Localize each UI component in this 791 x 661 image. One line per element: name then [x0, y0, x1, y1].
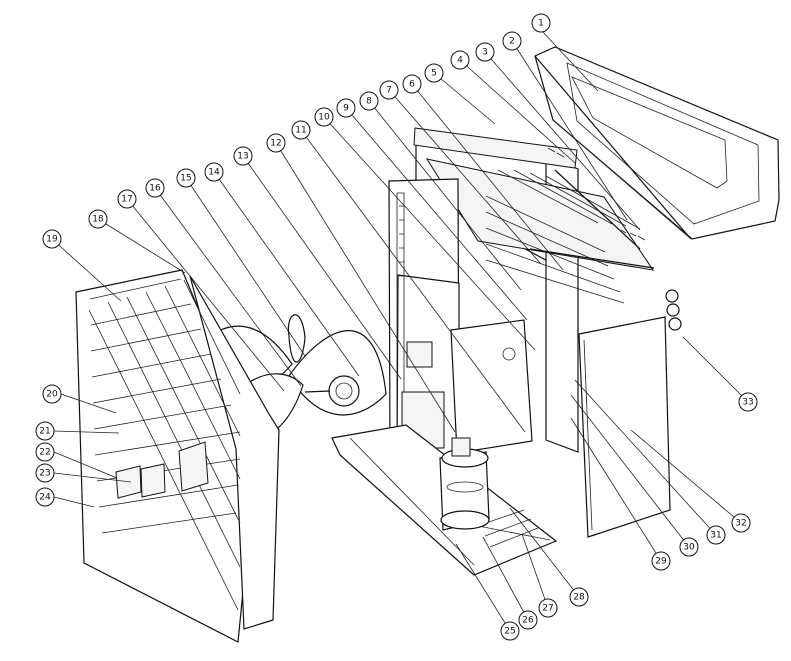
callout-31: 31 [706, 525, 726, 545]
svg-text:21: 21 [39, 427, 50, 437]
svg-text:16: 16 [149, 184, 161, 194]
callout-11: 11 [291, 120, 311, 140]
callout-29: 29 [651, 551, 671, 571]
svg-text:31: 31 [710, 531, 721, 541]
right-side-panel [578, 316, 671, 538]
svg-text:23: 23 [39, 469, 50, 479]
svg-text:13: 13 [237, 152, 248, 162]
callout-20: 20 [42, 384, 62, 404]
svg-text:29: 29 [655, 557, 667, 567]
svg-text:10: 10 [318, 113, 330, 123]
callout-28: 28 [569, 587, 589, 607]
svg-text:6: 6 [409, 80, 415, 90]
svg-text:24: 24 [39, 493, 51, 503]
svg-text:2: 2 [509, 37, 515, 47]
svg-text:14: 14 [208, 168, 220, 178]
svg-text:15: 15 [180, 174, 191, 184]
callout-23: 23 [35, 463, 55, 483]
callout-1: 1 [531, 13, 551, 33]
small-fittings [547, 147, 682, 331]
callout-13: 13 [233, 146, 253, 166]
callout-19: 19 [42, 229, 62, 249]
compressor [439, 437, 490, 531]
left-frame [388, 178, 460, 471]
svg-text:28: 28 [573, 593, 585, 603]
callout-10: 10 [314, 107, 334, 127]
callout-27: 27 [538, 598, 558, 618]
svg-text:8: 8 [366, 97, 372, 107]
svg-text:11: 11 [295, 126, 306, 136]
svg-text:18: 18 [92, 215, 104, 225]
callout-15: 15 [176, 168, 196, 188]
svg-text:19: 19 [46, 235, 58, 245]
callout-17: 17 [117, 189, 137, 209]
svg-text:20: 20 [46, 390, 58, 400]
svg-text:22: 22 [39, 448, 50, 458]
svg-text:25: 25 [504, 627, 515, 637]
callout-21: 21 [35, 421, 55, 441]
callout-9: 9 [336, 98, 356, 118]
callout-26: 26 [518, 610, 538, 630]
svg-text:32: 32 [735, 519, 746, 529]
callout-33: 33 [738, 392, 758, 412]
svg-text:7: 7 [386, 86, 392, 96]
callout-6: 6 [402, 74, 422, 94]
front-panel [75, 269, 280, 643]
svg-text:5: 5 [431, 69, 437, 79]
callout-12: 12 [266, 133, 286, 153]
svg-text:30: 30 [683, 543, 695, 553]
callout-2: 2 [502, 31, 522, 51]
svg-text:9: 9 [343, 104, 349, 114]
callout-leaders [51, 29, 749, 632]
callout-5: 5 [424, 63, 444, 83]
top-cover [534, 46, 780, 240]
svg-text:1: 1 [538, 19, 544, 29]
callout-25: 25 [500, 621, 520, 641]
svg-text:12: 12 [270, 139, 281, 149]
callout-24: 24 [35, 487, 55, 507]
callout-8: 8 [359, 91, 379, 111]
callout-14: 14 [204, 162, 224, 182]
callout-18: 18 [88, 209, 108, 229]
svg-text:4: 4 [457, 56, 463, 66]
svg-text:27: 27 [542, 604, 553, 614]
svg-text:33: 33 [742, 398, 753, 408]
callout-16: 16 [145, 178, 165, 198]
callout-7: 7 [379, 80, 399, 100]
svg-text:26: 26 [522, 616, 534, 626]
upper-frame [413, 127, 655, 453]
callout-22: 22 [35, 442, 55, 462]
callouts: 1 2 3 4 5 6 7 8 9 10 11 12 13 14 15 16 1… [35, 13, 758, 641]
callout-3: 3 [475, 42, 495, 62]
svg-text:3: 3 [482, 48, 488, 58]
svg-text:17: 17 [121, 195, 132, 205]
callout-4: 4 [450, 50, 470, 70]
callout-30: 30 [679, 537, 699, 557]
callout-32: 32 [731, 513, 751, 533]
